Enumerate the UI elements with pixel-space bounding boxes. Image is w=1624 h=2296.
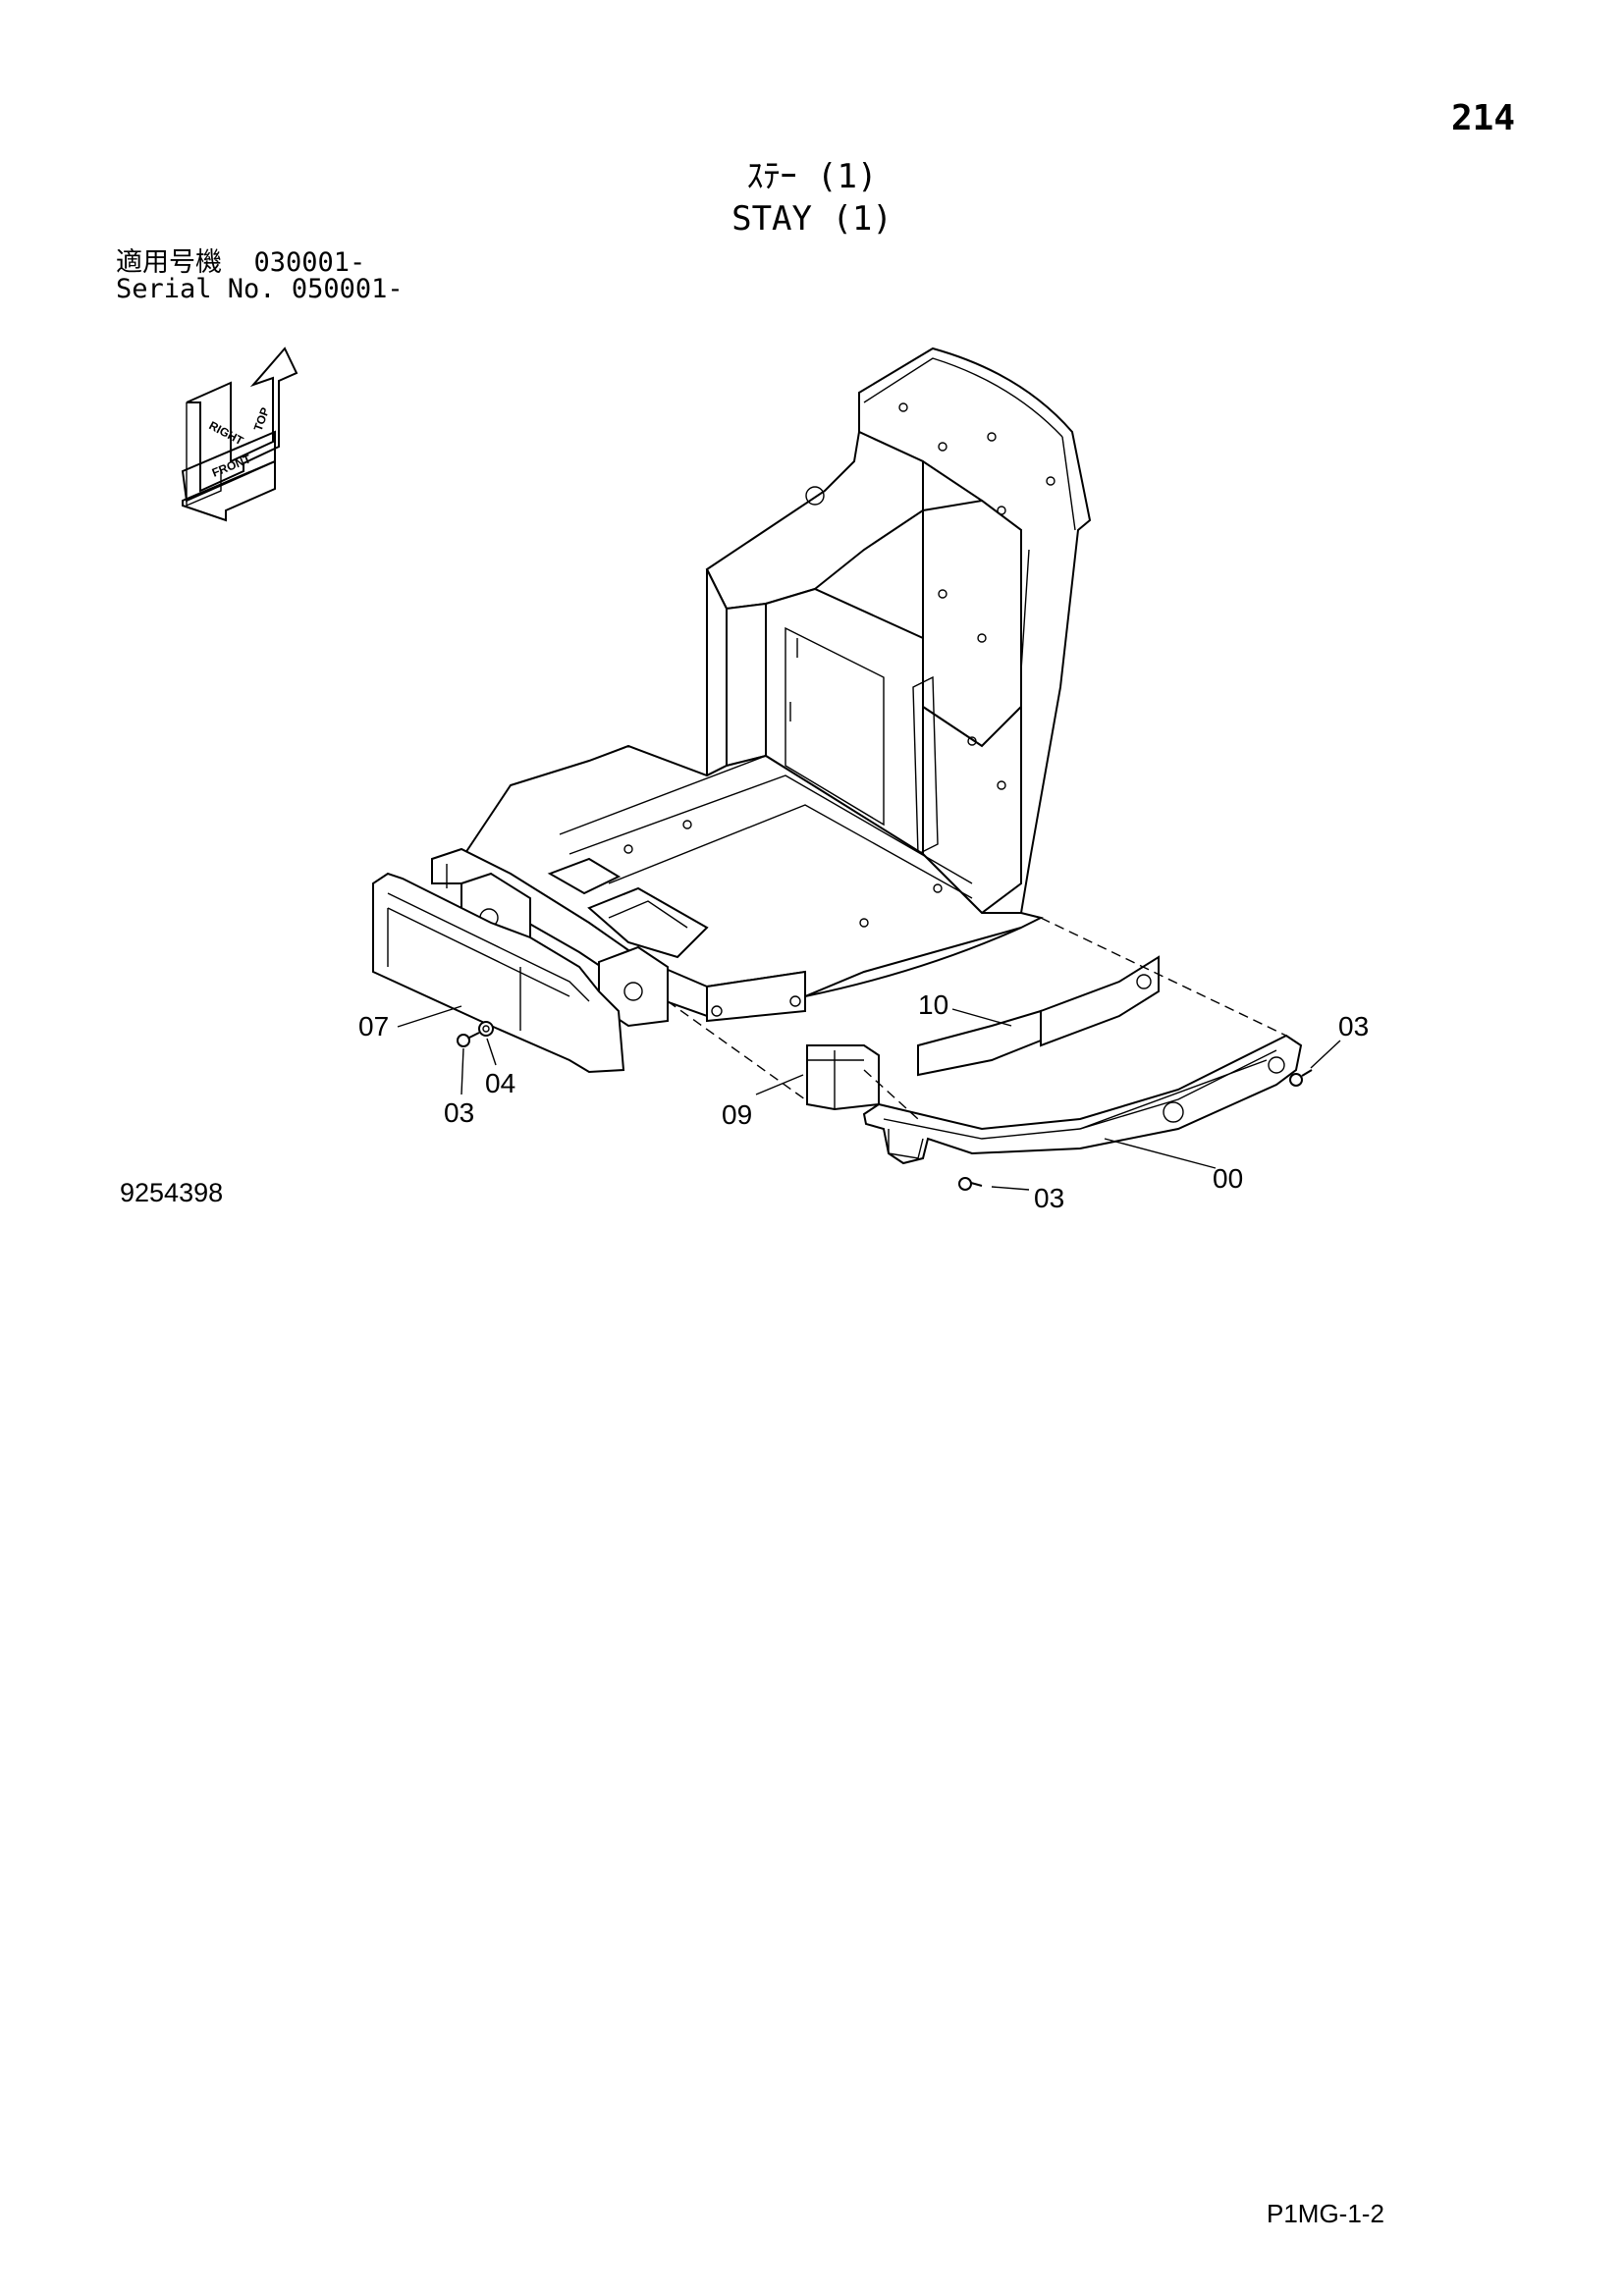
- callout-10: 10: [918, 989, 948, 1020]
- page-code: P1MG-1-2: [1267, 2199, 1384, 2228]
- serial-japanese: 適用号機 030001-: [116, 249, 365, 276]
- callout-03-bottom: 03: [1034, 1183, 1064, 1213]
- serial-en-value: 050001-: [291, 274, 404, 304]
- title-english: STAY (1): [731, 199, 893, 239]
- orientation-top-label: TOP: [251, 405, 273, 433]
- page-number: 214: [1451, 98, 1516, 138]
- callout-09: 09: [722, 1099, 752, 1130]
- serial-en-label: Serial No.: [116, 274, 276, 304]
- frame-assembly: [431, 347, 1092, 1028]
- callout-04: 04: [485, 1068, 515, 1098]
- fasteners: [457, 1021, 1313, 1191]
- part-07-cover: [372, 872, 625, 1074]
- callout-00: 00: [1213, 1163, 1243, 1194]
- alignment-lines: [667, 917, 1287, 1120]
- part-09-block: [806, 1044, 880, 1111]
- leader-lines: [397, 1005, 1341, 1191]
- orientation-right-label: RIGHT: [207, 418, 246, 448]
- callout-07: 07: [358, 1011, 389, 1041]
- title-japanese: ｽﾃｰ (1): [746, 157, 878, 196]
- serial-ja-value: 030001-: [253, 247, 366, 278]
- serial-ja-label: 適用号機: [116, 247, 222, 278]
- serial-english: Serial No. 050001-: [116, 276, 404, 302]
- part-10-stay: [917, 955, 1160, 1077]
- callout-03-left: 03: [444, 1097, 474, 1128]
- callout-03-right: 03: [1338, 1011, 1369, 1041]
- drawing-number: 9254398: [120, 1178, 224, 1207]
- part-00-step: [862, 1034, 1303, 1165]
- orientation-indicator: TOP RIGHT FRONT: [181, 347, 298, 522]
